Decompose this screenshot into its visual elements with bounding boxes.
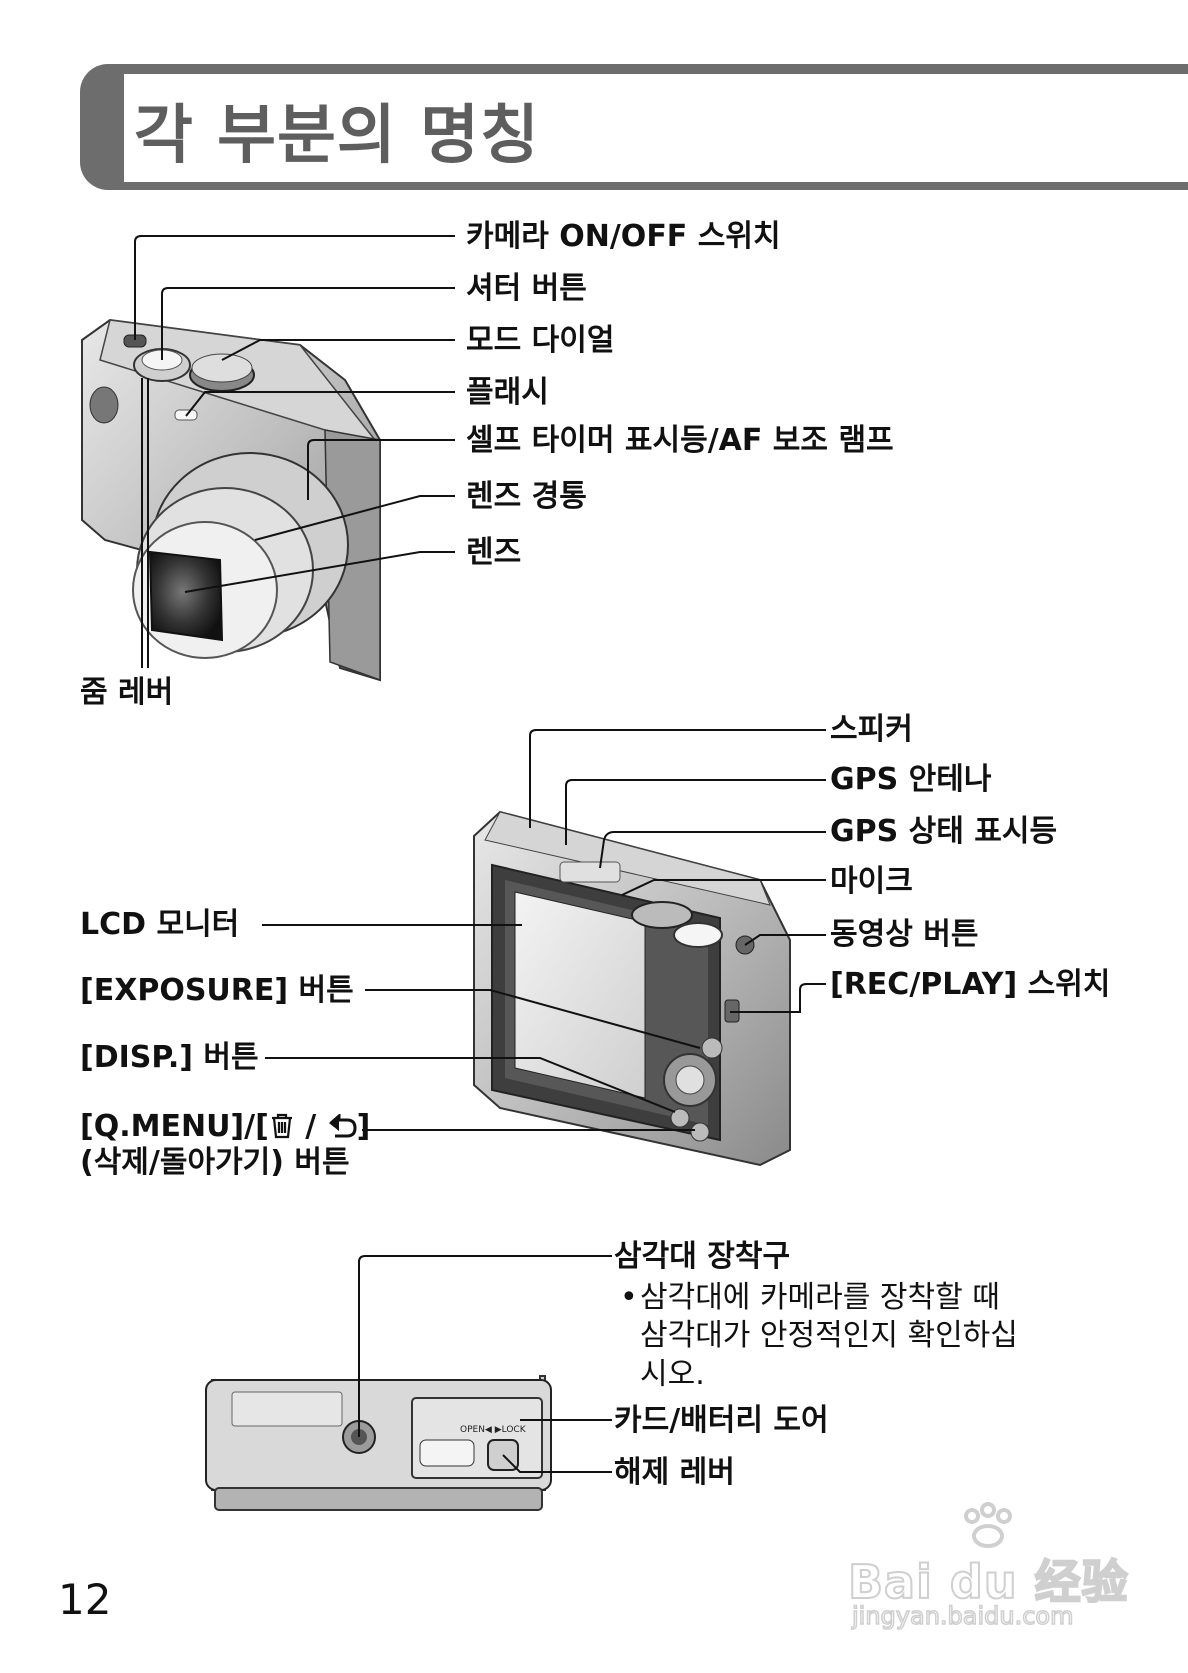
label-release-lever: 해제 레버 (614, 1455, 735, 1490)
label-lcd-monitor: LCD 모니터 (80, 907, 240, 942)
label-camera-on-off-switch: 카메라 ON/OFF 스위치 (466, 219, 781, 254)
label-lens-barrel: 렌즈 경통 (466, 479, 587, 514)
label-microphone: 마이크 (830, 864, 913, 899)
label-movie-button: 동영상 버튼 (830, 917, 979, 952)
trash-icon (269, 1112, 295, 1139)
page-title: 각 부분의 명칭 (134, 99, 540, 173)
watermark-url: jingyan.baidu.com (851, 1601, 1074, 1631)
label-gps-status-lamp: GPS 상태 표시등 (830, 814, 1058, 849)
label-exposure-button: [EXPOSURE] 버튼 (80, 973, 354, 1008)
label-delete-return: (삭제/돌아가기) 버튼 (80, 1145, 350, 1180)
bullet: • (620, 1280, 638, 1315)
qmenu-prefix: [Q.MENU]/[ (80, 1109, 269, 1144)
label-lens: 렌즈 (466, 535, 522, 570)
label-gps-antenna: GPS 안테나 (830, 762, 992, 797)
qmenu-suffix: ] (356, 1109, 371, 1144)
watermark-brand: Bai du 经验 (847, 1554, 1129, 1610)
label-self-timer-af-lamp: 셀프 타이머 표시등/AF 보조 램프 (466, 423, 894, 458)
label-disp-button: [DISP.] 버튼 (80, 1040, 259, 1075)
label-card-battery-door: 카드/배터리 도어 (614, 1403, 829, 1438)
title-panel (124, 74, 1188, 182)
label-shutter-button: 셔터 버튼 (466, 271, 587, 306)
label-rec-play-switch: [REC/PLAY] 스위치 (830, 967, 1111, 1002)
label-zoom-lever: 줌 레버 (80, 675, 174, 710)
watermark-paw-icon (958, 1500, 1018, 1550)
open-lock-engraving: OPEN◀ ▶LOCK (460, 1425, 527, 1435)
page-number: 12 (58, 1575, 112, 1624)
return-arrow-icon (327, 1112, 357, 1140)
tripod-note: • 삼각대에 카메라를 장착할 때 삼각대가 안정적인지 확인하십시오. (620, 1279, 1020, 1394)
tripod-note-text: 삼각대에 카메라를 장착할 때 삼각대가 안정적인지 확인하십시오. (640, 1280, 1018, 1392)
label-tripod-receptacle: 삼각대 장착구 (614, 1239, 791, 1274)
label-mode-dial: 모드 다이얼 (466, 323, 615, 358)
label-speaker: 스피커 (830, 712, 913, 747)
label-qmenu-button: [Q.MENU]/[ / ] (80, 1109, 371, 1144)
label-flash: 플래시 (466, 375, 549, 410)
baidu-watermark: Bai du 经验 jingyan.baidu.com (840, 1500, 1140, 1631)
